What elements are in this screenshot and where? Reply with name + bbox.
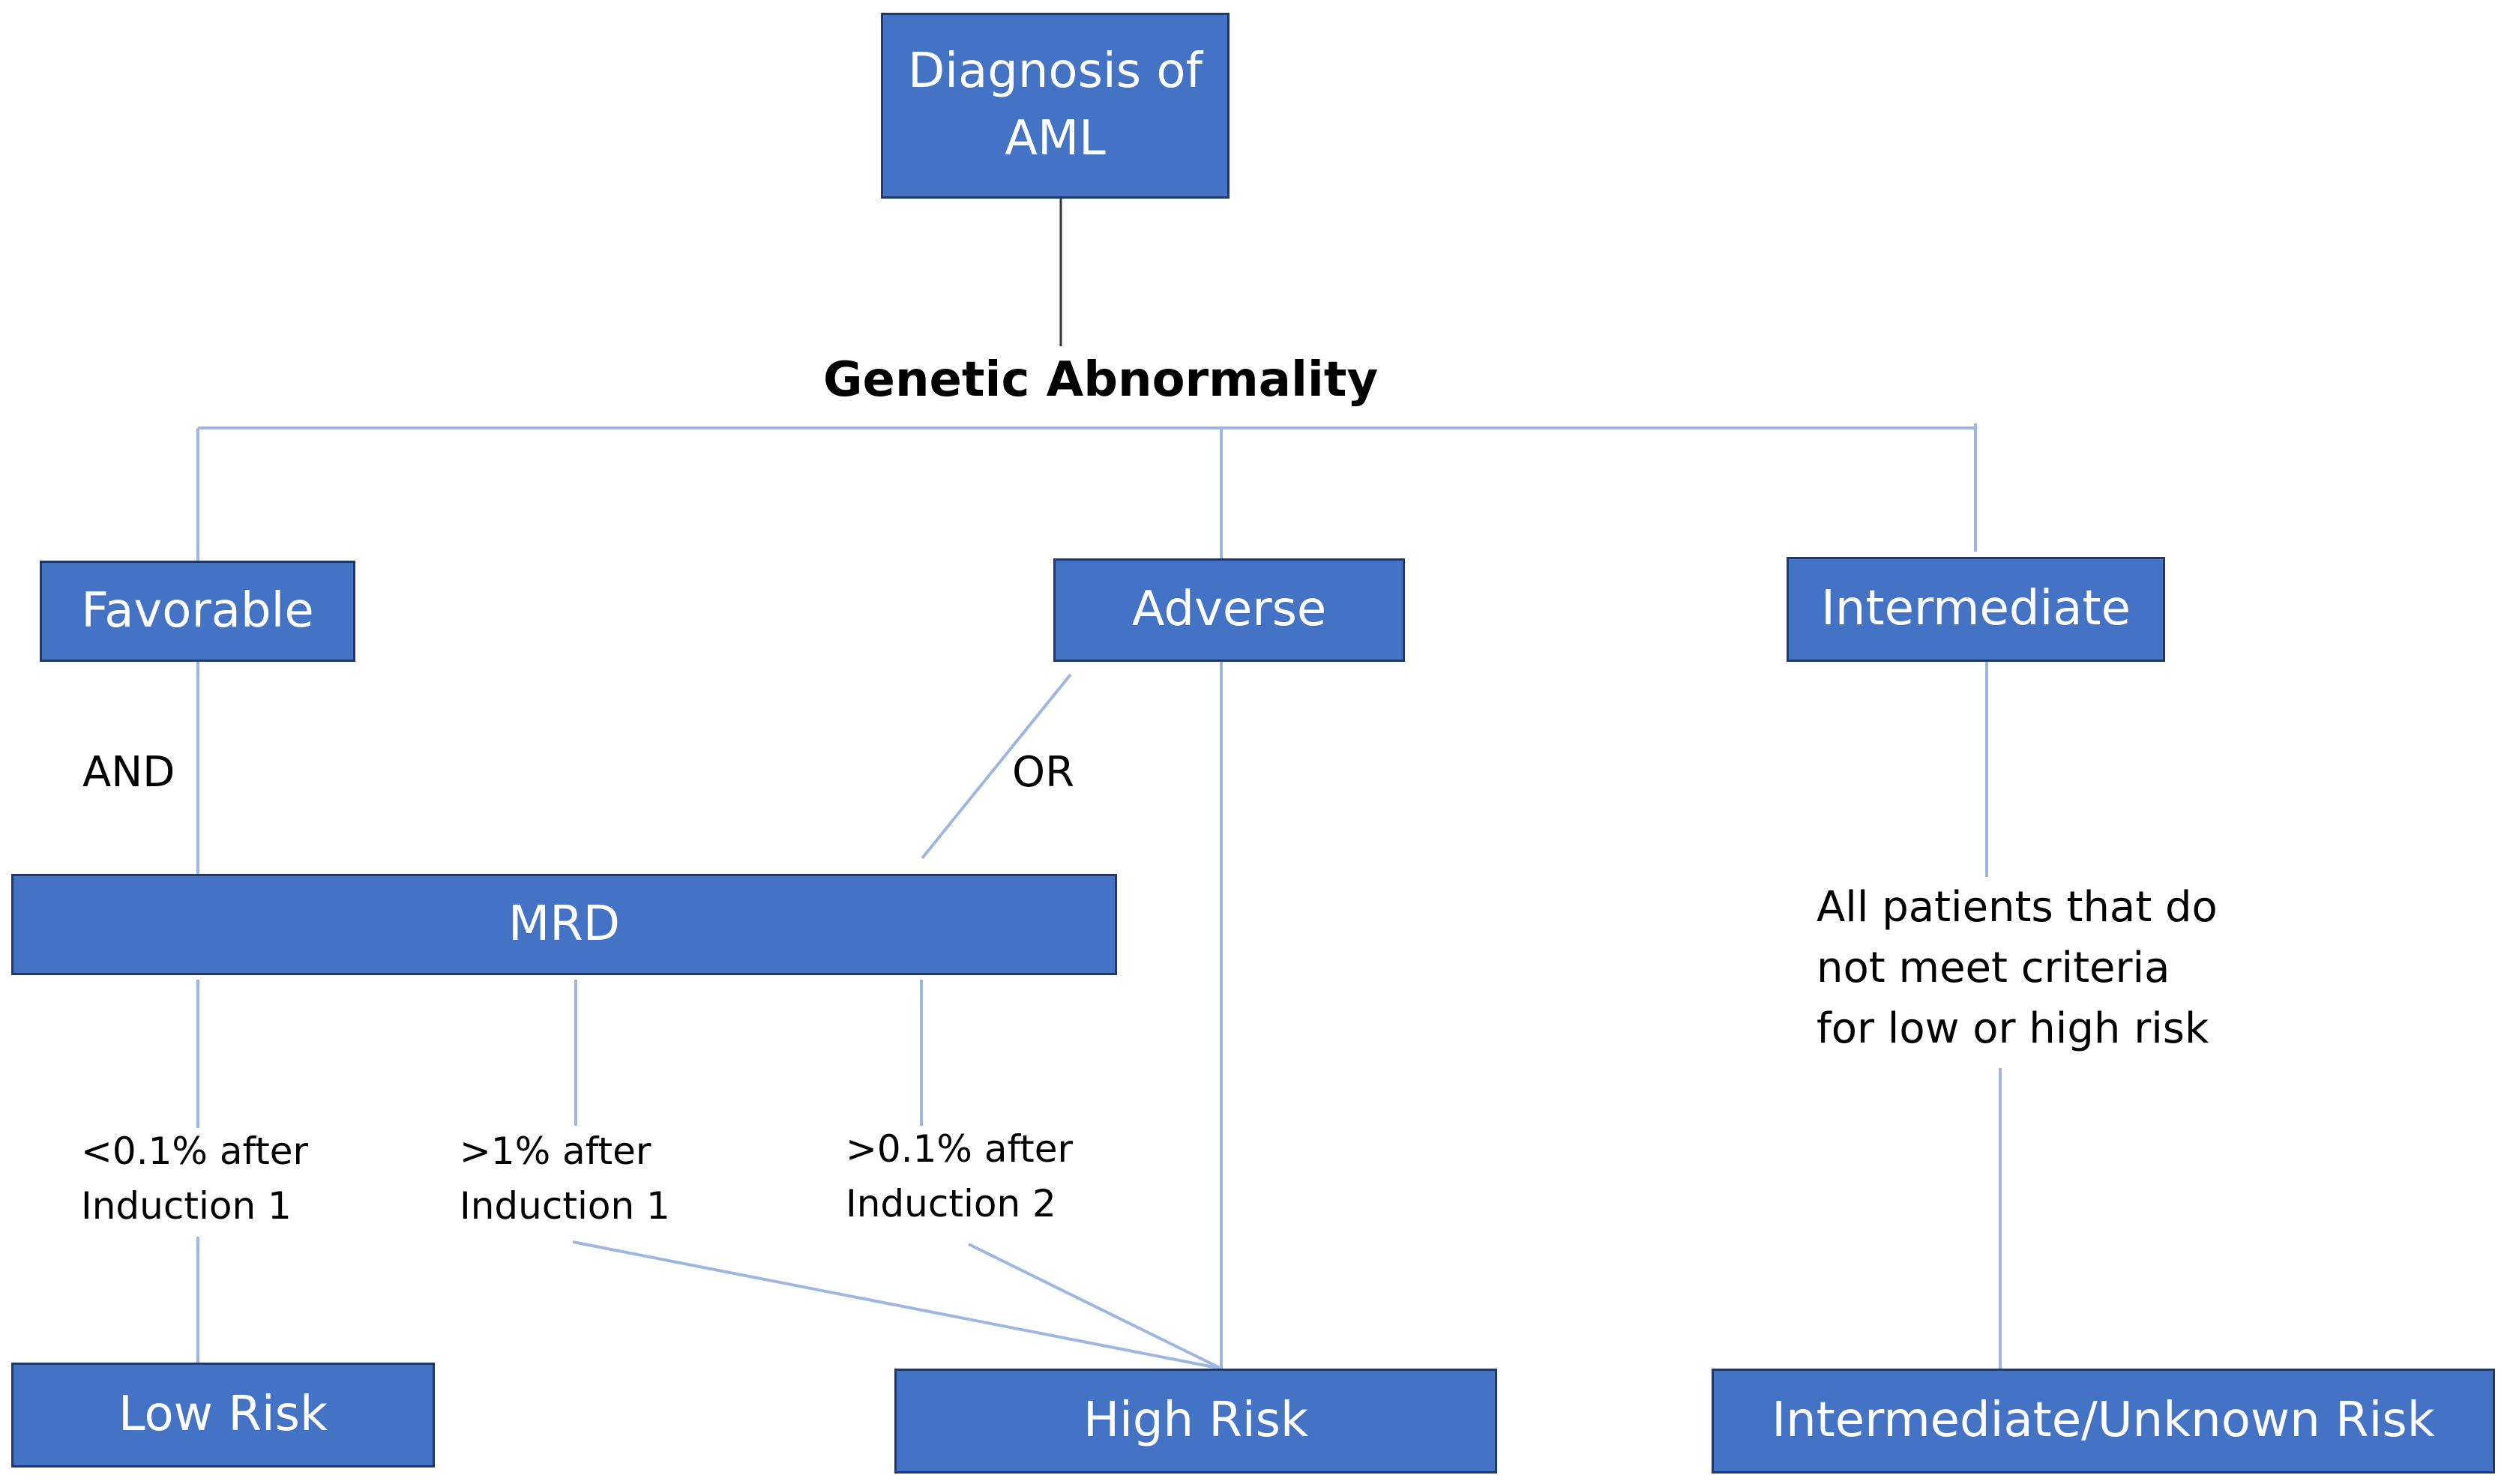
mrd-node: MRD (11, 874, 1117, 975)
threshold-high-induction2-label: >0.1% after Induction 2 (846, 1127, 1074, 1225)
and-connector-label: AND (82, 748, 175, 797)
genetic-abnormality-label: Genetic Abnormality (823, 352, 1379, 408)
adverse-to-mrd-line (921, 673, 1072, 860)
adverse-node: Adverse (1053, 558, 1405, 662)
favorable-node: Favorable (40, 561, 355, 662)
intermediate-criteria-note: All patients that do not meet criteria f… (1817, 883, 2218, 1054)
intermediate-unknown-risk-node: Intermediate/Unknown Risk (1712, 1369, 2495, 1474)
induction2-to-high-risk-line (968, 1243, 1222, 1370)
intermediate-node: Intermediate (1787, 557, 2165, 662)
low-risk-node: Low Risk (11, 1363, 435, 1468)
high-risk-node: High Risk (894, 1369, 1497, 1474)
diagnosis-of-aml-node: Diagnosis of AML (881, 13, 1230, 199)
or-connector-label: OR (1012, 748, 1074, 797)
threshold-low-induction1-label: <0.1% after Induction 1 (81, 1129, 309, 1228)
threshold-high-induction1-label: >1% after Induction 1 (460, 1129, 670, 1228)
induction1-to-high-risk-line (572, 1240, 1222, 1370)
